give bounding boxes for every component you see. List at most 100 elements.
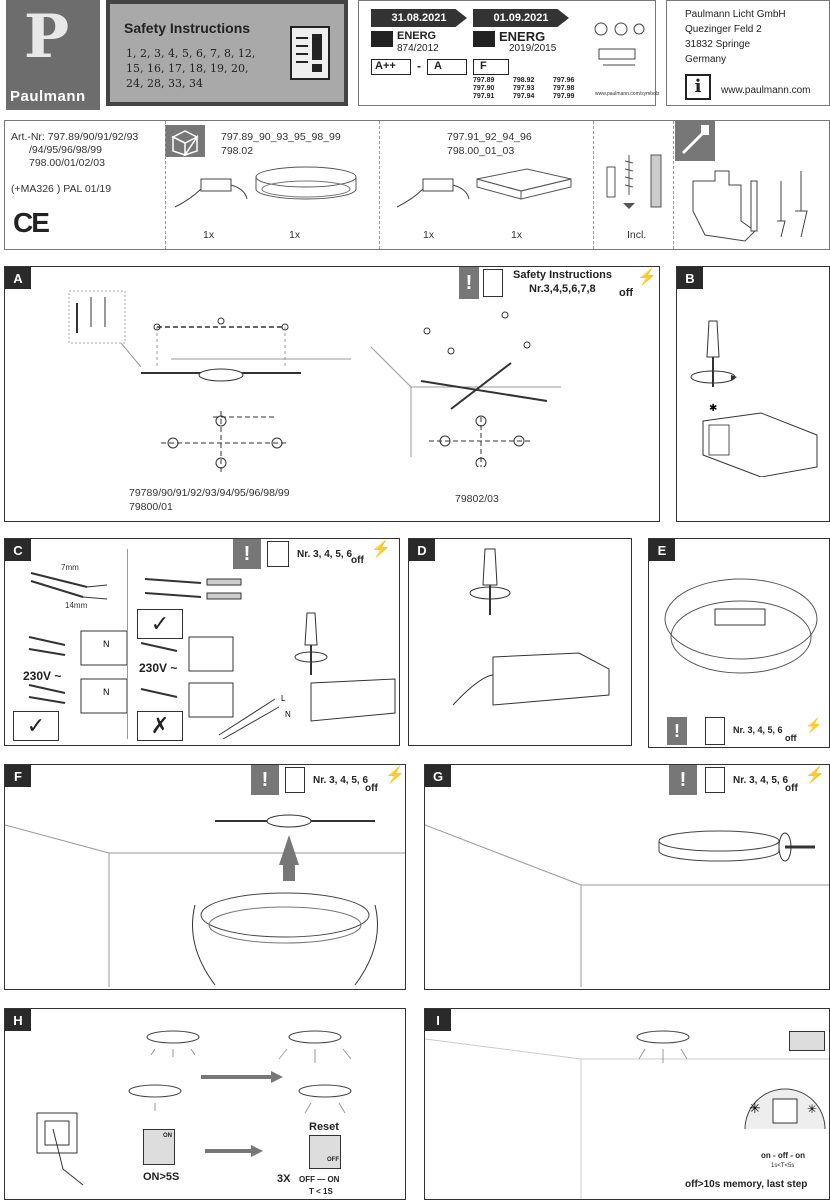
brand-name: Paulmann bbox=[10, 88, 86, 105]
square-nrs-2: 798.00_01_03 bbox=[447, 145, 515, 157]
terminal-correct bbox=[137, 633, 237, 673]
panel-d: D bbox=[408, 538, 632, 746]
eu-flag-new bbox=[473, 31, 495, 47]
document-icon bbox=[267, 541, 289, 567]
art-nr-line3: 798.00/01/02/03 bbox=[29, 157, 105, 169]
class-range-dash: - bbox=[417, 59, 421, 73]
room-lamp-illustration bbox=[425, 1019, 829, 1199]
company-web[interactable]: www.paulmann.com bbox=[721, 85, 811, 96]
check-ok-icon: ✓ bbox=[137, 609, 183, 639]
class-old-from: A++ bbox=[371, 59, 411, 75]
cycle-t-label: 1s<T<5s bbox=[771, 1163, 795, 1169]
off-on-label: OFF — ON bbox=[299, 1175, 340, 1184]
date-new-arrow: 01.09.2021 bbox=[473, 9, 569, 27]
square-lamp-illustration bbox=[467, 165, 577, 209]
symbols-url[interactable]: www.paulmann.com/symbols bbox=[595, 91, 660, 97]
qty-lamp-round: 1x bbox=[289, 229, 301, 241]
divider bbox=[379, 121, 380, 249]
panel-b-tag: B bbox=[677, 267, 703, 289]
article-number: 797.96 bbox=[553, 77, 575, 84]
driver-square-illustration bbox=[393, 169, 473, 213]
article-number: 797.90 bbox=[473, 85, 495, 92]
divider bbox=[673, 121, 674, 249]
lightning-icon: ⚡ bbox=[371, 541, 391, 558]
qty-driver-round: 1x bbox=[203, 229, 215, 241]
ceiling-mount-square-diagram bbox=[371, 307, 571, 467]
screwdriver-driver-illustration: ✱ bbox=[681, 317, 827, 477]
article-number: 797.91 bbox=[473, 93, 495, 100]
company-city: 31832 Springe bbox=[685, 39, 751, 50]
ring-driver-inside-illustration bbox=[655, 569, 827, 699]
document-icon bbox=[705, 717, 725, 745]
lightning-icon: ⚡ bbox=[637, 269, 657, 286]
ceiling-mount-round-diagram bbox=[61, 287, 361, 477]
reg-new: 2019/2015 bbox=[509, 43, 557, 54]
article-number: 798.92 bbox=[513, 77, 535, 84]
article-number: 797.99 bbox=[553, 93, 575, 100]
wire-lengths-illustration bbox=[141, 569, 251, 609]
panel-a-off: off bbox=[619, 287, 634, 299]
label-square-models: 79802/03 bbox=[455, 493, 499, 505]
dim-steps-illustration bbox=[115, 1019, 375, 1119]
panel-f-tag: F bbox=[5, 765, 31, 787]
panel-b: B ✱ bbox=[676, 266, 830, 522]
svg-text:✱: ✱ bbox=[709, 403, 717, 414]
square-nrs-1: 797.91_92_94_96 bbox=[447, 131, 532, 143]
svg-text:✳: ✳ bbox=[749, 1100, 761, 1116]
switch-off-small-icon bbox=[789, 1031, 825, 1051]
panel-h: H ON ON>5S Reset OFF 3X OFF — ON T < 1S bbox=[4, 1008, 406, 1200]
panel-f-off: off bbox=[365, 783, 378, 794]
t1s-label: T < 1S bbox=[309, 1187, 333, 1196]
incl-label: Incl. bbox=[627, 229, 647, 241]
drill-illustration bbox=[685, 161, 825, 245]
x3-label: 3X bbox=[277, 1173, 291, 1185]
warning-icon: ! bbox=[669, 765, 697, 795]
company-box: Paulmann Licht GmbH Quezinger Feld 2 318… bbox=[666, 0, 830, 106]
class-old-to: A bbox=[427, 59, 467, 75]
screws-dowels-illustration bbox=[601, 151, 667, 221]
reset-label: Reset bbox=[309, 1121, 339, 1133]
panel-c-safety-nr: Nr. 3, 4, 5, 6 bbox=[297, 549, 353, 560]
panel-f: F ! Nr. 3, 4, 5, 6 off ⚡ bbox=[4, 764, 406, 990]
round-nrs-1: 797.89_90_93_95_98_99 bbox=[221, 131, 341, 143]
tools-icon bbox=[675, 121, 715, 161]
panel-g: G ! Nr. 3, 4, 5, 6 off ⚡ bbox=[424, 764, 830, 990]
svg-text:N: N bbox=[285, 710, 291, 719]
panel-a-safety-title: Safety Instructions bbox=[513, 269, 613, 281]
panel-e-safety-nr: Nr. 3, 4, 5, 6 bbox=[733, 725, 783, 735]
date-old-arrow: 31.08.2021 bbox=[371, 9, 467, 27]
switch-reset-icon bbox=[309, 1135, 341, 1169]
panel-i-tag: I bbox=[425, 1009, 451, 1031]
voltage-left: 230V ~ bbox=[23, 669, 62, 683]
on-label: ON bbox=[163, 1133, 172, 1139]
reset-off-label: OFF bbox=[327, 1157, 339, 1163]
class-new: F bbox=[473, 59, 509, 75]
mount-driver-illustration bbox=[449, 545, 633, 735]
strip-7mm: 7mm bbox=[61, 563, 79, 572]
dimmer-wheel-illustration: ✳✳ bbox=[741, 1069, 829, 1149]
article-number: 797.93 bbox=[513, 85, 535, 92]
safety-title: Safety Instructions bbox=[124, 20, 251, 36]
company-street: Quezinger Feld 2 bbox=[685, 24, 762, 35]
terminal-connected-2: N bbox=[25, 675, 135, 715]
logo-letter: P bbox=[24, 2, 70, 72]
round-nrs-2: 798.02 bbox=[221, 145, 254, 157]
symbol-icons bbox=[591, 15, 649, 75]
terminal-wrong bbox=[137, 679, 237, 719]
panel-c: C ! Nr. 3, 4, 5, 6 off ⚡ 7mm 14mm N 230V… bbox=[4, 538, 400, 746]
panel-f-safety-nr: Nr. 3, 4, 5, 6 bbox=[313, 775, 369, 786]
warning-icon: ! bbox=[251, 765, 279, 795]
document-icon bbox=[705, 767, 725, 793]
switch-on-icon bbox=[143, 1129, 175, 1165]
label-round-models-1: 79789/90/91/92/93/94/95/96/98/99 bbox=[129, 487, 290, 499]
lightning-icon: ⚡ bbox=[805, 717, 823, 733]
warning-icon: ! bbox=[667, 717, 687, 745]
cable-strip-illustration bbox=[27, 567, 123, 607]
voltage-right: 230V ~ bbox=[139, 661, 178, 675]
lightning-icon: ⚡ bbox=[805, 767, 825, 784]
panel-a-tag: A bbox=[5, 267, 31, 289]
svg-text:✳: ✳ bbox=[807, 1102, 817, 1116]
art-nr-line1: Art.-Nr: 797.89/90/91/92/93 bbox=[11, 131, 139, 143]
